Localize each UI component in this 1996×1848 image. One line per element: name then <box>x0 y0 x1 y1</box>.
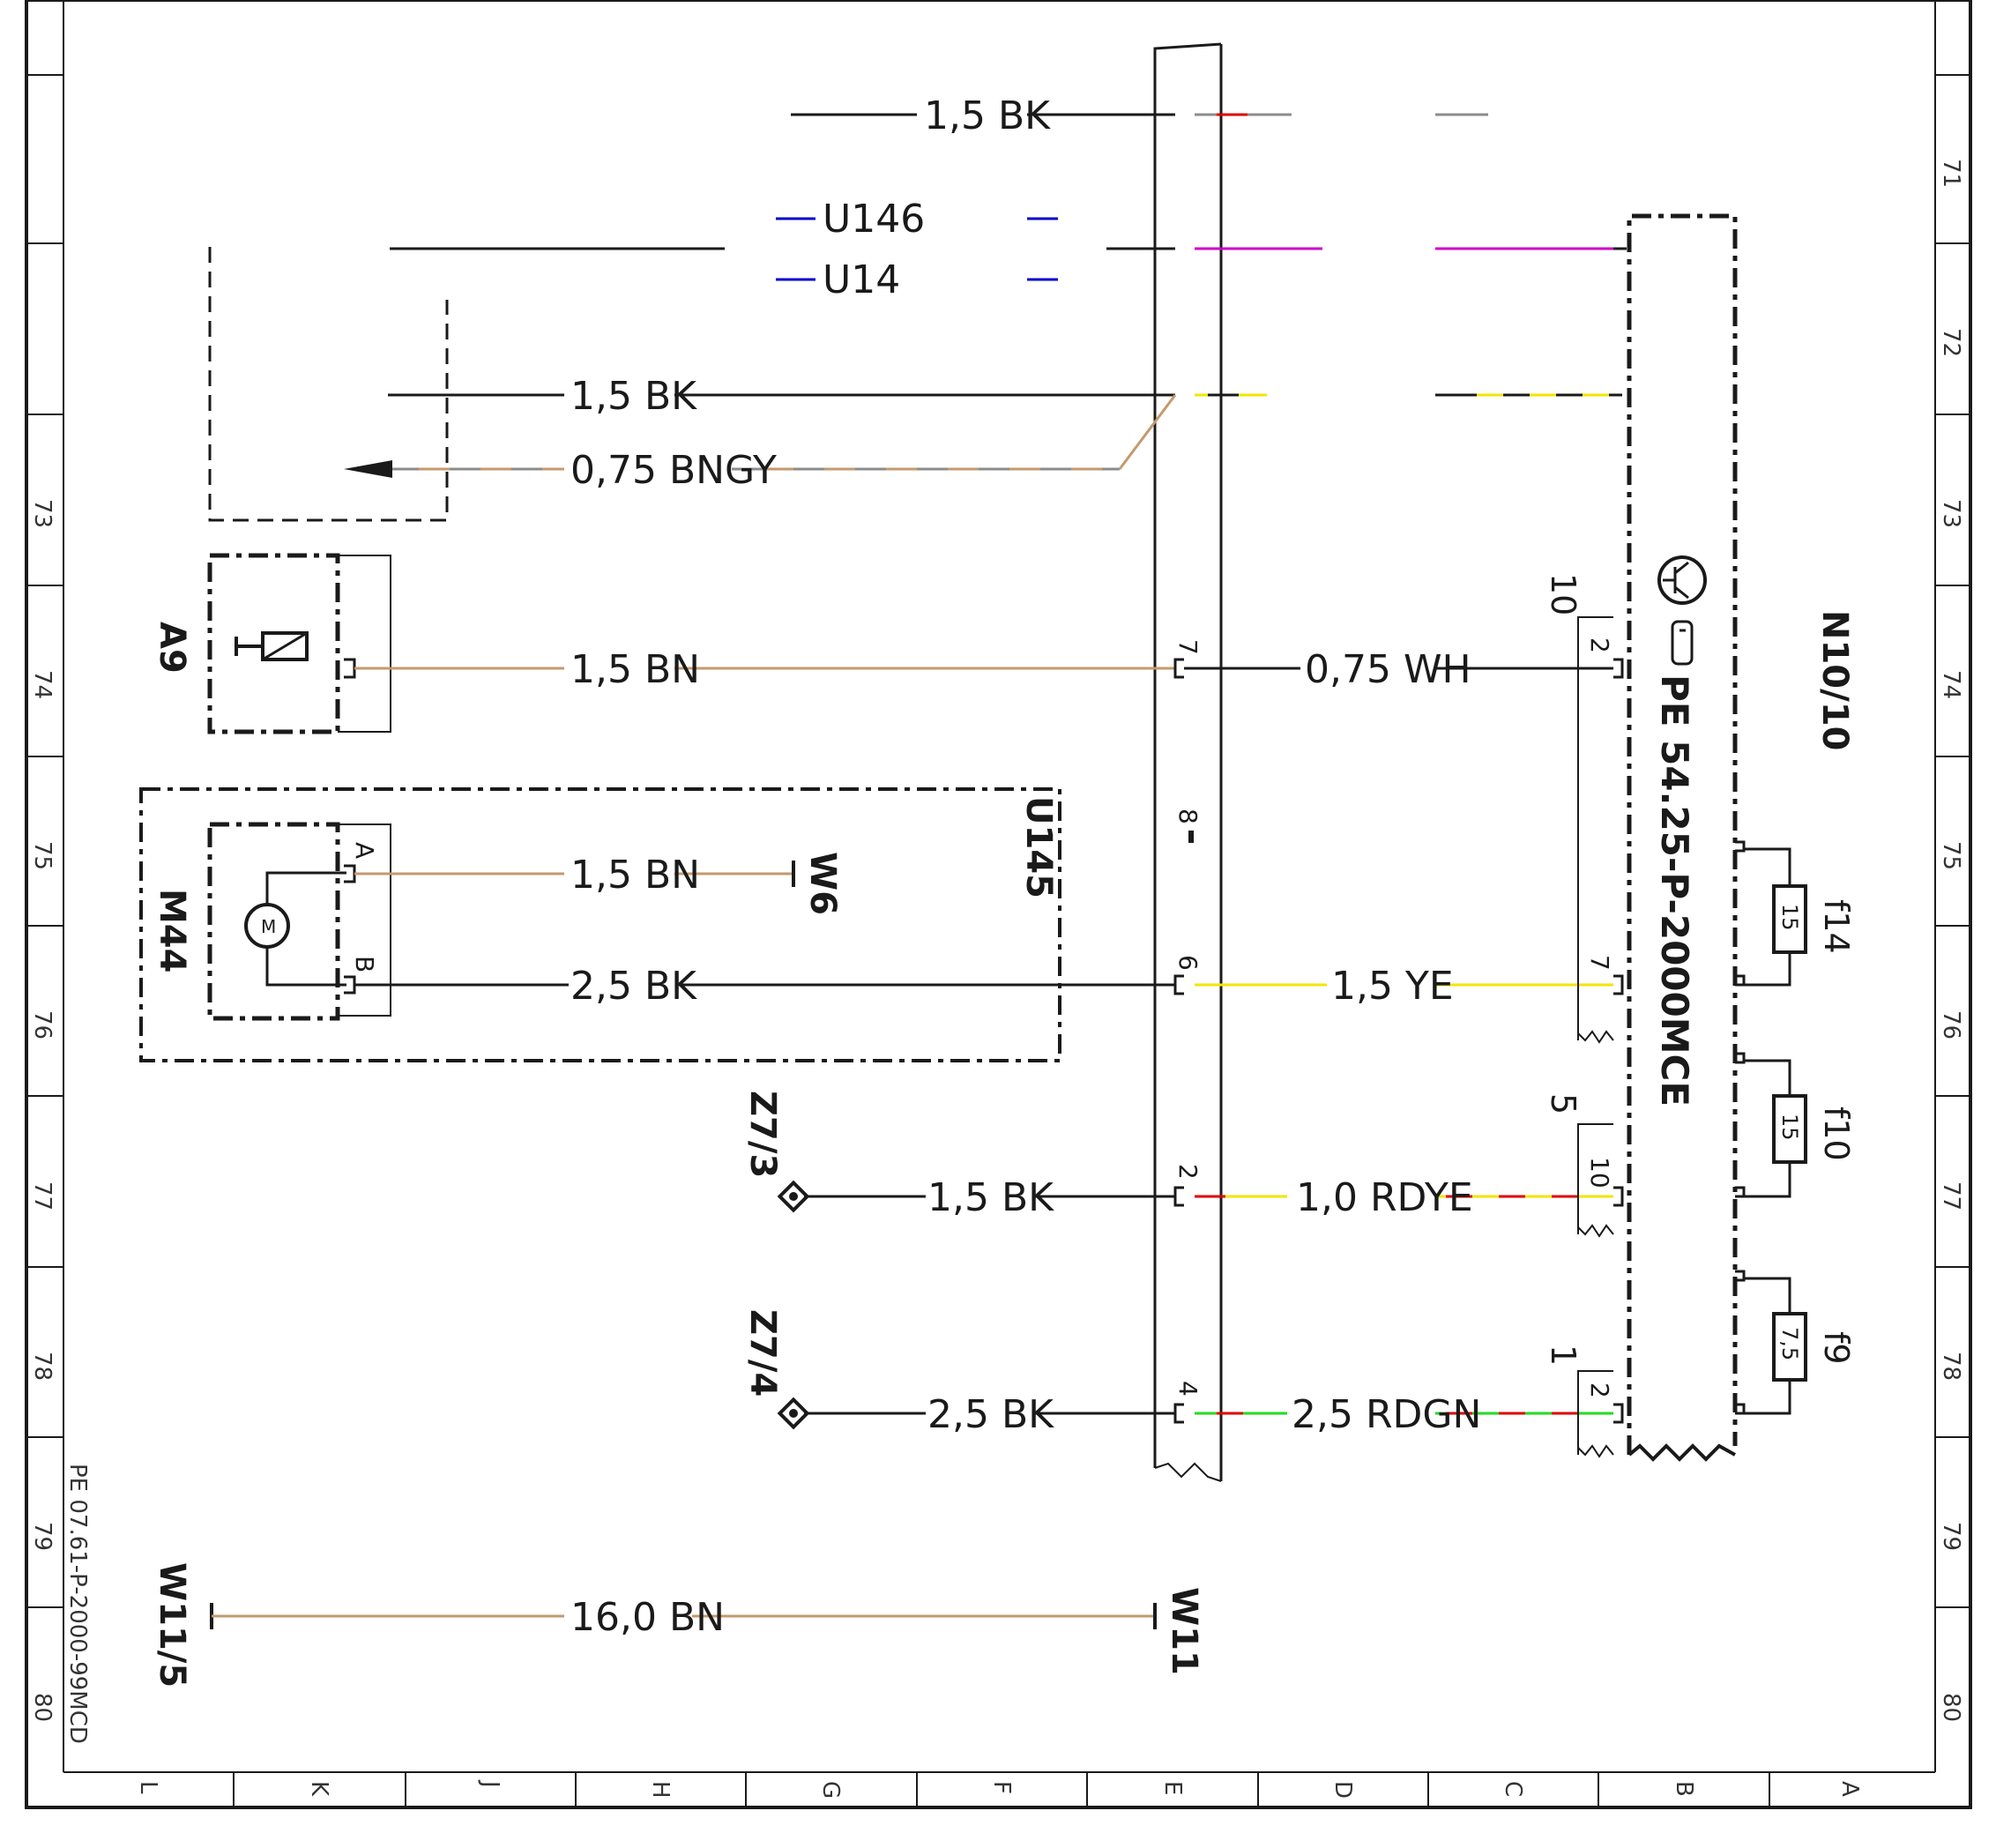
grid-number-left: 79 <box>29 1522 56 1551</box>
grid-number-right: 73 <box>1938 499 1964 528</box>
component-a9-box <box>207 553 391 734</box>
pin-1: 1 <box>1544 1345 1583 1366</box>
grid-letter: A <box>1836 1781 1863 1797</box>
module-code: PE 54.25-P-2000MCE <box>1653 674 1696 1107</box>
grid-number-right: 71 <box>1938 159 1964 188</box>
wire-label: 2,5 BK <box>927 1392 1054 1437</box>
grid-number-right: 80 <box>1938 1693 1964 1722</box>
row-z74 <box>777 1397 1624 1430</box>
pin-10: 10 <box>1544 573 1583 615</box>
grid-letter: B <box>1671 1781 1697 1797</box>
pin-5: 5 <box>1544 1093 1583 1114</box>
pin-b: B <box>350 956 379 972</box>
wire-label: 1,5 BK <box>924 93 1051 138</box>
wire-label: 1,5 BK <box>570 374 697 419</box>
shield-region <box>208 247 449 522</box>
top-wires <box>388 113 1627 471</box>
component-u145: U145 <box>1018 796 1059 898</box>
wire-label: 16,0 BN <box>570 1595 725 1640</box>
grid-number-right: 72 <box>1938 328 1964 357</box>
grid-letter: C <box>1500 1781 1526 1797</box>
component-w11-5: W11/5 <box>152 1562 192 1688</box>
grid-number-right: 75 <box>1938 841 1964 870</box>
pin-7: 7 <box>1585 955 1614 971</box>
component-u145-box <box>139 787 1061 1062</box>
pin-2: 2 <box>1173 1164 1203 1180</box>
document-id: PE 07.61-P-2000-99MCD <box>64 1464 91 1744</box>
pin-10: 10 <box>1585 1157 1614 1189</box>
component-u146: U146 <box>823 197 925 242</box>
component-n10-10: N10/10 <box>1814 610 1855 750</box>
grid-number-left: 74 <box>29 670 56 699</box>
grid-letters: L K J H G F E D C B A <box>135 1779 1863 1799</box>
pin-2: 2 <box>1585 637 1614 653</box>
grid-letter: E <box>1159 1781 1186 1795</box>
pin-a: A <box>350 842 379 859</box>
grid-letter: D <box>1329 1781 1356 1799</box>
grid-letter: K <box>306 1781 332 1797</box>
pin-8: 8 <box>1173 808 1203 824</box>
grid-letter: F <box>988 1781 1015 1794</box>
wire-label: 2,5 RDGN <box>1292 1392 1481 1437</box>
grid-numbers: 71 72 73 74 75 76 77 78 79 80 73 74 75 7… <box>29 159 1964 1722</box>
grid-number-right: 76 <box>1938 1010 1964 1040</box>
fuse-rating: 15 <box>1777 904 1802 931</box>
component-m44: M44 <box>152 889 192 972</box>
fuse-name: f14 <box>1817 899 1856 954</box>
pin-2: 2 <box>1585 1382 1614 1398</box>
wire-label: 0,75 WH <box>1305 647 1471 692</box>
motor-icon: M <box>261 916 276 937</box>
grid-letter: J <box>477 1779 503 1788</box>
grid-number-right: 79 <box>1938 1522 1964 1551</box>
grid-number-right: 74 <box>1938 670 1964 699</box>
row-z73 <box>777 1180 1624 1213</box>
component-u14: U14 <box>823 257 900 302</box>
fuse-rating: 15 <box>1777 1114 1802 1141</box>
fuse-name: f10 <box>1817 1107 1856 1161</box>
grid-number-left: 80 <box>29 1693 56 1722</box>
grid-number-left: 76 <box>29 1010 56 1040</box>
wire-label: 0,75 BNGY <box>570 448 777 493</box>
connector-strip <box>1153 42 1223 1482</box>
fuse-f9 <box>1735 1270 1807 1415</box>
component-m44-box <box>207 822 391 1021</box>
component-z7-4: Z7/4 <box>742 1309 783 1397</box>
component-w11: W11 <box>1164 1587 1204 1675</box>
frame <box>25 0 1972 1809</box>
grid-letter: G <box>817 1781 844 1799</box>
pin-7: 7 <box>1173 639 1203 655</box>
grid-number-left: 73 <box>29 499 56 528</box>
pin-4: 4 <box>1173 1381 1203 1397</box>
wire-label: 1,5 BN <box>570 647 700 692</box>
fuse-f10 <box>1735 1052 1807 1198</box>
component-a9: A9 <box>152 622 192 674</box>
arrow-icon <box>344 460 392 478</box>
fuse-rating: 7,5 <box>1777 1327 1802 1360</box>
row-a9 <box>354 658 1624 679</box>
fuse-name: f9 <box>1817 1331 1856 1365</box>
pin-6: 6 <box>1173 955 1203 971</box>
component-w6: W6 <box>802 852 843 915</box>
row-w11 <box>210 1603 1157 1629</box>
grid-number-left: 78 <box>29 1352 56 1381</box>
grid-number-right: 78 <box>1938 1352 1964 1381</box>
grid-number-left: 75 <box>29 841 56 870</box>
wire-label: 1,5 BK <box>927 1175 1054 1220</box>
fuse-f14 <box>1735 840 1807 987</box>
row-m44 <box>354 831 1624 995</box>
module-n10-10-box <box>1577 213 1738 1462</box>
component-z7-3: Z7/3 <box>742 1091 783 1178</box>
grid-letter: L <box>135 1781 161 1794</box>
wire-label: 1,5 BN <box>570 853 700 898</box>
wire-label: 1,5 YE <box>1331 964 1454 1009</box>
grid-number-left: 77 <box>29 1181 56 1211</box>
wire-label: 1,0 RDYE <box>1296 1175 1473 1220</box>
wire-label: 2,5 BK <box>570 964 697 1009</box>
grid-letter: H <box>647 1781 674 1799</box>
grid-number-right: 77 <box>1938 1181 1964 1211</box>
